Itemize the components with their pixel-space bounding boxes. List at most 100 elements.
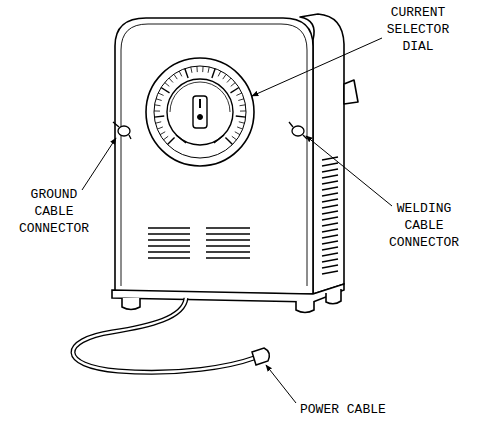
scale-tick [191,67,192,73]
dial-stops [176,135,224,143]
vent-slot [206,245,250,246]
scale-tick [240,104,246,106]
current-selector-dial [146,58,254,166]
vent-louvers [148,157,338,274]
scale-tick [167,137,174,144]
leader-line [82,138,116,190]
scale-tick [158,93,163,95]
scale-tick [235,132,240,135]
cable-body [73,298,254,372]
vent-slot [206,227,250,228]
part-label: GROUND CABLE CONNECTOR [12,186,96,237]
vent-slot [206,257,250,258]
vent-slot [322,265,338,268]
part-label: WELDING CABLE CONNECTOR [382,200,466,251]
vent-slot [322,241,338,244]
scale-tick [161,88,169,93]
scale-tick [236,93,241,95]
vent-slot [148,251,190,252]
scale-tick [154,116,164,117]
scale-tick [165,83,170,87]
leader-line [252,38,382,96]
vent-slot [322,217,338,220]
base-rail [112,284,344,302]
foot [326,289,341,304]
scale-tick [227,78,231,82]
vent-slot [322,247,338,250]
dial-knob [193,96,207,128]
scale-tick [237,127,243,129]
scale-tick [223,74,226,79]
scale-tick [231,83,236,87]
scale-tick [155,104,161,106]
vent-slot [148,239,190,240]
dial-screw [198,115,203,120]
scale-tick [225,137,232,144]
scale-tick [169,78,173,82]
base [112,284,344,313]
scale-tick [185,69,188,78]
vent-slot [148,227,190,228]
welding-connector [292,126,304,136]
leader-lines [82,38,392,403]
scale-tick [239,122,245,123]
scale-tick [208,67,209,73]
vent-slot [148,257,190,258]
vent-slot [322,187,338,190]
vent-slot [206,233,250,234]
vent-slot [322,181,338,184]
cabinet-front [115,18,313,294]
power-cable [73,298,269,372]
ground-connector [118,126,130,136]
leader-line [266,365,296,403]
scale-tick [155,122,161,123]
handle [344,80,358,104]
scale-tick [240,110,246,111]
scale-tick [160,132,165,135]
cabinet [115,14,358,294]
scale-tick [232,136,237,140]
vent-slot [322,229,338,232]
dial-hub [167,79,233,145]
dial-rim [146,58,254,166]
vent-slot [206,251,250,252]
scale-tick [163,136,168,140]
scale-tick [238,99,244,101]
scale-tick [196,66,197,72]
vent-slot [148,233,190,234]
foot [122,298,140,310]
leader-line [306,136,392,206]
vent-slot [322,199,338,202]
vent-slot [322,211,338,214]
vent-slot [322,271,338,274]
scale-tick [154,110,160,111]
vent-slot [322,205,338,208]
scale-tick [179,71,182,76]
scale-tick [157,127,163,129]
welding-lug [289,122,307,139]
vent-slot [148,245,190,246]
power-plug [252,348,269,365]
part-label: POWER CABLE [300,401,386,418]
scale-tick [174,74,177,79]
cable-outline [73,298,254,372]
vent-slot [206,239,250,240]
scale-tick [202,66,203,72]
vent-slot [322,163,338,166]
dial-pointer [199,99,201,108]
cable-connectors [113,122,307,139]
vent-slot [322,175,338,178]
dial-scale [154,66,246,158]
scale-tick [230,88,238,93]
vent-slot [322,169,338,172]
ground-lug [113,122,131,139]
vent-slot [322,223,338,226]
scale-tick [236,116,246,117]
vent-slot [322,253,338,256]
part-label: CURRENT SELECTOR DIAL [376,4,460,55]
scale-tick [156,99,162,101]
vent-slot [322,259,338,262]
vent-slot [322,193,338,196]
scale-tick [218,71,221,76]
